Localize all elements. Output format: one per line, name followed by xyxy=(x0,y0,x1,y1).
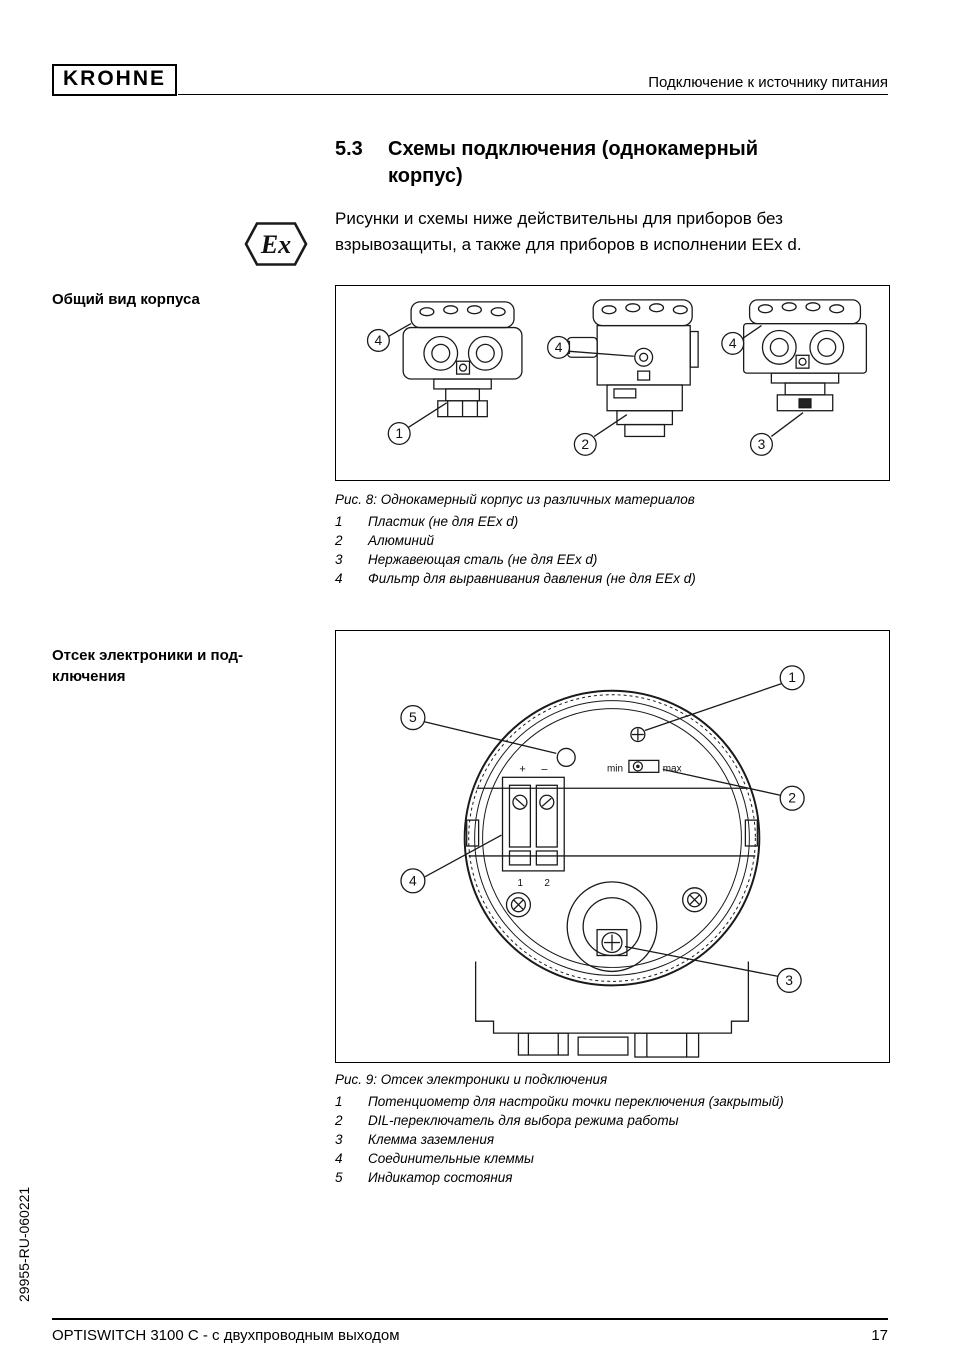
callout-1: 1 xyxy=(644,665,805,732)
krohne-logo: KROHNE xyxy=(52,64,178,96)
callout-4-right: 4 xyxy=(721,325,762,355)
legend-item: 1 Потенциометр для настройки точки перек… xyxy=(335,1092,905,1111)
module-screw-right xyxy=(682,887,708,913)
ex-hexagon-svg: Ex xyxy=(244,222,308,266)
minus-label: – xyxy=(541,763,548,775)
dil-switch: min max xyxy=(607,759,682,774)
legend-item-text: Фильтр для выравнивания давления (не для… xyxy=(368,571,696,586)
margin-label2-line1: Отсек электроники и под- xyxy=(52,647,244,664)
figure8-caption: Рис. 8: Однокамерный корпус из различных… xyxy=(335,492,695,507)
callout-4-left-number: 4 xyxy=(375,332,383,348)
figure8-svg: 4 1 4 2 4 xyxy=(366,299,868,456)
potentiometer-screw xyxy=(630,726,646,743)
callout-4: 4 xyxy=(400,834,502,894)
legend-item-text: Индикатор состояния xyxy=(368,1170,513,1185)
header-rule xyxy=(178,94,888,95)
legend-item-number: 4 xyxy=(335,571,343,586)
legend-item-number: 1 xyxy=(335,1094,343,1109)
callout-5: 5 xyxy=(400,705,557,755)
legend-item: 2 DIL-переключатель для выбора режима ра… xyxy=(335,1111,905,1130)
footer-page-number: 17 xyxy=(871,1327,888,1344)
legend-item: 3 Клемма заземления xyxy=(335,1130,905,1149)
legend-item-text: Клемма заземления xyxy=(368,1132,495,1147)
callout-3: 3 xyxy=(749,412,804,456)
callout-4-left: 4 xyxy=(366,323,412,352)
figure9-caption: Рис. 9: Отсек электроники и подключения xyxy=(335,1072,608,1087)
legend-item: 3 Нержавеющая сталь (не для EEx d) xyxy=(335,550,905,569)
housing-lower-body xyxy=(474,961,750,1058)
margin-label2-line2: ключения xyxy=(52,668,126,685)
legend-item: 1 Пластик (не для EEx d) xyxy=(335,512,905,531)
callout-2: 2 xyxy=(662,768,805,811)
krohne-logo-text: KROHNE xyxy=(63,67,167,90)
callout-3: 3 xyxy=(624,945,802,993)
section-title-text: Схемы подключения (однокамерный корпус) xyxy=(388,136,758,190)
callout-4-right-number: 4 xyxy=(729,335,737,351)
dil-max-label: max xyxy=(663,763,682,774)
legend-item-text: Потенциометр для настройки точки переклю… xyxy=(368,1094,784,1109)
connection-terminals xyxy=(501,776,565,872)
plus-label: + xyxy=(519,763,525,775)
chapter-header: Подключение к источнику питания xyxy=(648,74,888,91)
legend-item-number: 3 xyxy=(335,1132,343,1147)
legend-item: 5 Индикатор состояния xyxy=(335,1168,905,1187)
legend-item-text: DIL-переключатель для выбора режима рабо… xyxy=(368,1113,679,1128)
housing-aluminium-drawing xyxy=(558,299,699,438)
electronics-module xyxy=(466,787,758,857)
intro-paragraph: Рисунки и схемы ниже действительны для п… xyxy=(335,209,802,254)
legend-item: 4 Соединительные клеммы xyxy=(335,1149,905,1168)
status-led xyxy=(556,747,576,768)
figure9-legend: 1 Потенциометр для настройки точки перек… xyxy=(335,1092,905,1187)
callout-3-number: 3 xyxy=(785,972,793,988)
callout-3-number: 3 xyxy=(758,436,766,452)
callout-2: 2 xyxy=(573,414,628,456)
legend-item-number: 1 xyxy=(335,514,343,529)
legend-item-text: Соединительные клеммы xyxy=(368,1151,534,1166)
callout-4-middle: 4 xyxy=(547,335,634,359)
callout-2-number: 2 xyxy=(788,790,796,806)
legend-item-number: 2 xyxy=(335,1113,343,1128)
ex-hexagon-icon: Ex xyxy=(243,220,309,273)
figure8-legend: 1 Пластик (не для EEx d) 2 Алюминий 3 Не… xyxy=(335,512,905,588)
legend-item-number: 3 xyxy=(335,552,343,567)
document-code: 29955-RU-060221 xyxy=(16,1186,32,1302)
margin-label-housing-overview: Общий вид корпуса xyxy=(52,291,200,308)
housing-plastic-drawing xyxy=(402,301,523,418)
section-title: 5.3 Схемы подключения (однокамерный корп… xyxy=(335,136,905,190)
figure9-drawing-box: min max + – xyxy=(335,630,890,1063)
callout-2-number: 2 xyxy=(581,436,589,452)
terminal-2-label: 2 xyxy=(544,878,550,889)
footer-product-name: OPTISWITCH 3100 C - с двухпроводным выхо… xyxy=(52,1327,400,1344)
callout-4-number: 4 xyxy=(409,872,417,888)
section-number: 5.3 xyxy=(335,138,363,160)
legend-item-number: 2 xyxy=(335,533,343,548)
figure9-svg: min max + – xyxy=(400,665,805,1058)
callout-1-number: 1 xyxy=(788,669,796,685)
section-title-line2: корпус) xyxy=(388,165,463,187)
legend-item-number: 4 xyxy=(335,1151,343,1166)
dil-min-label: min xyxy=(607,763,623,774)
module-screw-left xyxy=(505,892,532,918)
legend-item: 2 Алюминий xyxy=(335,531,905,550)
callout-1-number: 1 xyxy=(395,425,403,441)
ground-terminal xyxy=(596,928,628,957)
ex-mark-text: Ex xyxy=(260,230,291,259)
callout-5-number: 5 xyxy=(409,709,417,725)
housing-opening-circle xyxy=(463,689,761,987)
terminal-1-label: 1 xyxy=(517,878,523,889)
callout-1: 1 xyxy=(387,402,448,446)
section-title-line1: Схемы подключения (однокамерный xyxy=(388,138,759,160)
callout-4-middle-number: 4 xyxy=(555,339,563,355)
legend-item-text: Пластик (не для EEx d) xyxy=(368,514,519,529)
figure8-drawing-box: 4 1 4 2 4 xyxy=(335,285,890,481)
legend-item-text: Алюминий xyxy=(368,533,434,548)
legend-item-number: 5 xyxy=(335,1170,343,1185)
legend-item-text: Нержавеющая сталь (не для EEx d) xyxy=(368,552,598,567)
legend-item: 4 Фильтр для выравнивания давления (не д… xyxy=(335,569,905,588)
housing-stainless-drawing xyxy=(743,299,868,412)
margin-label-electronics-compartment: Отсек электроники и под- ключения xyxy=(52,645,314,687)
footer-rule xyxy=(52,1318,888,1320)
